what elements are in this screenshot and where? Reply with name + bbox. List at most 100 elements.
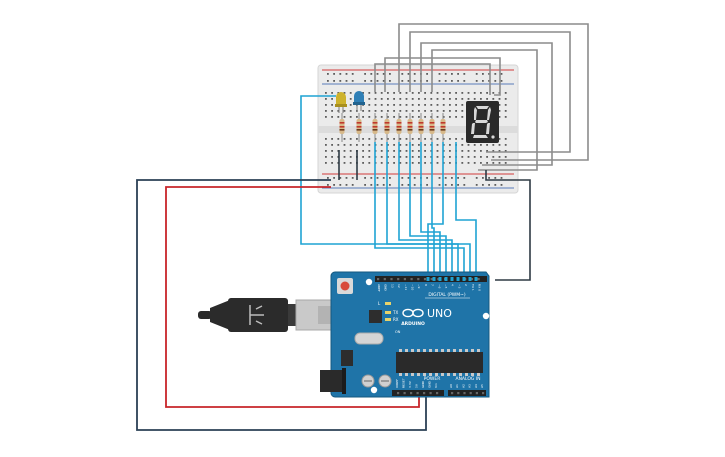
rail-hole xyxy=(500,177,503,179)
rail-hole xyxy=(426,80,428,82)
power-pin[interactable] xyxy=(416,392,419,395)
terminal-hole xyxy=(473,92,476,94)
resistor[interactable] xyxy=(372,113,378,142)
power-pin[interactable] xyxy=(410,392,413,395)
power-pin[interactable] xyxy=(429,392,432,395)
terminal-hole xyxy=(449,144,451,146)
terminal-hole xyxy=(486,144,488,146)
terminal-hole xyxy=(492,144,495,146)
rail-hole xyxy=(482,184,484,186)
digital-pin[interactable] xyxy=(390,278,393,281)
rail-hole xyxy=(382,184,385,186)
terminal-hole xyxy=(424,110,426,112)
analog-pin[interactable] xyxy=(457,392,460,395)
terminal-hole xyxy=(380,92,383,94)
terminal-hole xyxy=(449,138,451,140)
resistor-band xyxy=(339,122,345,124)
terminal-hole xyxy=(368,98,371,100)
terminal-hole xyxy=(349,150,352,152)
digital-pin[interactable] xyxy=(430,278,433,281)
digital-pin[interactable] xyxy=(437,278,440,281)
power-pin-label: IOREF xyxy=(395,379,399,388)
digital-pin[interactable] xyxy=(403,278,406,281)
rail-hole xyxy=(494,73,497,75)
resistor-band xyxy=(356,129,362,131)
digital-pin[interactable] xyxy=(377,278,380,281)
rail-hole xyxy=(376,73,379,75)
terminal-hole xyxy=(325,92,327,94)
analog-pin[interactable] xyxy=(475,392,478,395)
resistor[interactable] xyxy=(407,113,413,142)
terminal-hole xyxy=(393,162,395,164)
terminal-hole xyxy=(473,156,476,158)
digital-pin[interactable] xyxy=(470,278,473,281)
rail-hole xyxy=(475,80,478,82)
segment-d xyxy=(473,135,488,138)
reset-button[interactable] xyxy=(340,281,350,291)
terminal-hole xyxy=(461,92,464,94)
resistor[interactable] xyxy=(440,113,446,142)
display-ground-wire xyxy=(485,170,531,281)
resistor[interactable] xyxy=(339,113,345,142)
blue-led-rim xyxy=(353,102,365,105)
resistor[interactable] xyxy=(356,113,362,142)
terminal-hole xyxy=(393,92,395,94)
terminal-hole xyxy=(461,104,464,106)
terminal-hole xyxy=(418,150,420,152)
power-pin[interactable] xyxy=(403,392,406,395)
terminal-hole xyxy=(399,116,402,118)
power-pin[interactable] xyxy=(423,392,426,395)
rail-hole xyxy=(475,177,478,179)
digital-pin[interactable] xyxy=(417,278,420,281)
terminal-hole xyxy=(473,144,476,146)
rail-hole xyxy=(457,73,459,75)
analog-pin[interactable] xyxy=(451,392,454,395)
analog-pin[interactable] xyxy=(469,392,472,395)
rail-hole xyxy=(463,184,466,186)
resistor[interactable] xyxy=(429,113,435,142)
digital-pin[interactable] xyxy=(477,278,480,281)
resistor[interactable] xyxy=(396,113,402,142)
seven-segment-display[interactable] xyxy=(466,101,499,143)
cyan-wire-seg-7 xyxy=(427,142,444,280)
usb-symbol-icon xyxy=(249,305,264,325)
rail-hole xyxy=(500,80,503,82)
terminal-hole xyxy=(461,150,464,152)
cyan-wire-seg-6 xyxy=(431,142,435,280)
terminal-hole xyxy=(368,116,371,118)
terminal-hole xyxy=(430,110,433,112)
terminal-hole xyxy=(368,144,371,146)
terminal-hole xyxy=(430,104,433,106)
analog-pin[interactable] xyxy=(482,392,485,395)
voltage-regulator xyxy=(341,350,353,366)
terminal-hole xyxy=(436,156,439,158)
terminal-hole xyxy=(411,162,414,164)
blue-led[interactable] xyxy=(353,91,365,111)
power-pin[interactable] xyxy=(397,392,400,395)
rail-hole xyxy=(345,80,348,82)
resistor[interactable] xyxy=(384,113,390,142)
terminal-hole xyxy=(418,162,420,164)
resistor-band xyxy=(418,126,424,128)
resistor[interactable] xyxy=(418,113,424,142)
yellow-led[interactable] xyxy=(335,92,347,113)
digital-pin-label: 4 xyxy=(451,284,455,286)
power-pin[interactable] xyxy=(436,392,439,395)
digital-pin[interactable] xyxy=(383,278,386,281)
terminal-hole xyxy=(504,162,507,164)
digital-pin[interactable] xyxy=(397,278,400,281)
analog-pin[interactable] xyxy=(463,392,466,395)
digital-pin[interactable] xyxy=(410,278,413,281)
terminal-hole xyxy=(492,92,495,94)
digital-pin-label: ~5 xyxy=(444,284,448,289)
analog-pin-label: A4 xyxy=(474,384,478,388)
rail-hole xyxy=(382,80,385,82)
digital-pin[interactable] xyxy=(423,278,427,281)
terminal-hole xyxy=(387,162,389,164)
rail-hole xyxy=(327,80,329,82)
rail-hole xyxy=(482,80,484,82)
digital-pin-label: 2 xyxy=(464,284,468,286)
chip-pin xyxy=(399,373,402,376)
